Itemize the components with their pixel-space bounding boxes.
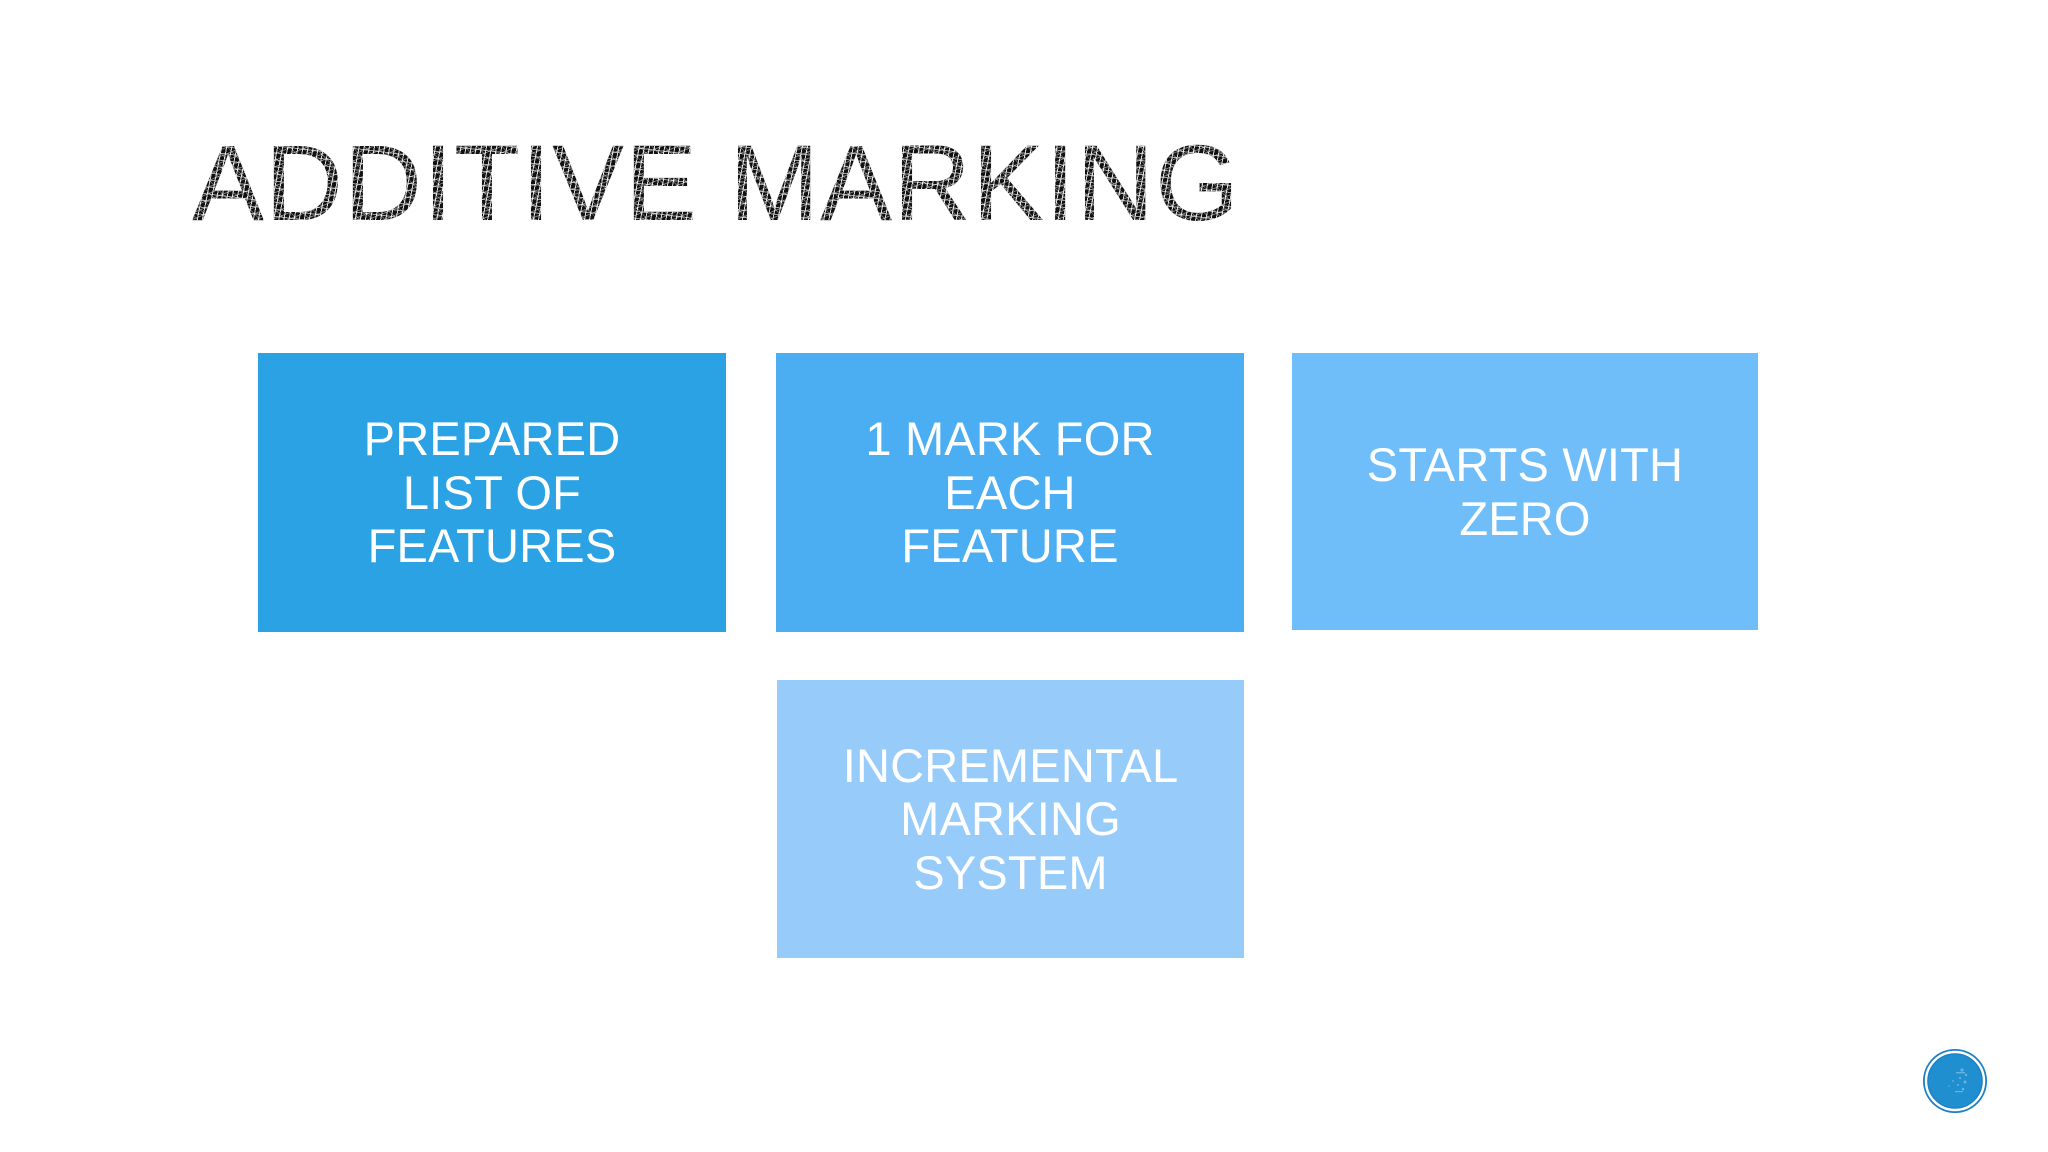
process-box-label: STARTS WITH ZERO	[1366, 437, 1684, 545]
process-box-label: 1 MARK FOR EACH FEATURE	[865, 412, 1155, 573]
process-box-incremental-marking-system[interactable]: INCREMENTAL MARKING SYSTEM	[777, 680, 1244, 958]
process-box-label: INCREMENTAL MARKING SYSTEM	[842, 738, 1179, 899]
page-title: ADDITIVE MARKING	[192, 108, 1692, 258]
process-box-label: PREPARED LIST OF FEATURES	[363, 412, 621, 573]
process-box-one-mark-for-each-feature[interactable]: 1 MARK FOR EACH FEATURE	[776, 353, 1244, 632]
process-box-starts-with-zero[interactable]: STARTS WITH ZERO	[1292, 353, 1758, 630]
circular-logo-icon	[1923, 1049, 1987, 1113]
process-box-prepared-list-of-features[interactable]: PREPARED LIST OF FEATURES	[258, 353, 726, 632]
circular-logo	[1922, 1048, 1988, 1114]
